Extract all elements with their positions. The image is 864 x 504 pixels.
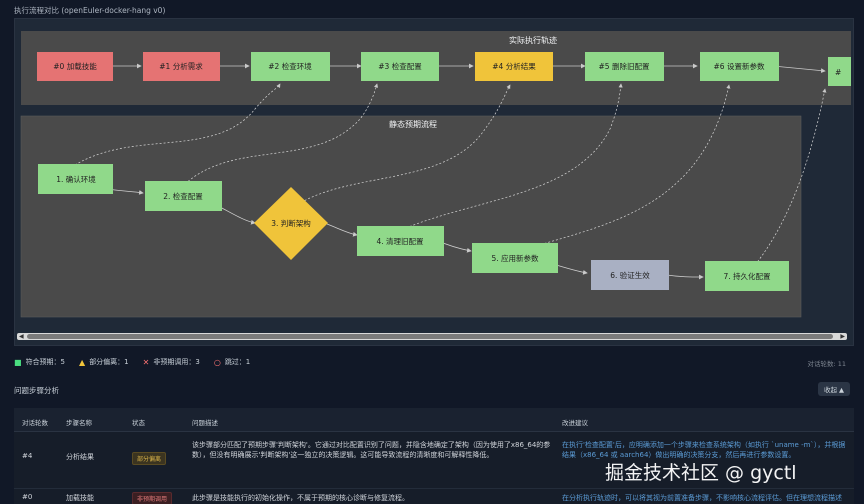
actual-node-6-label: #6 设置新参数 [714,61,765,71]
expected-node-3-decision[interactable]: 3. 判断架构 [254,187,328,260]
expected-node-7-label: 7. 持久化配置 [723,271,771,281]
expected-node-4-box [357,226,444,256]
actual-node-5[interactable]: #5 删除旧配置 [585,52,664,81]
actual-node-0-box [37,52,113,81]
legend-match-label: 符合预期：5 [25,358,66,366]
watermark: 掘金技术社区 @ gyctl [605,462,797,484]
col-step: 步骤名称 [66,419,92,427]
expected-node-2-box [145,181,222,211]
legend-skipped-label: 跳过：1 [224,358,251,366]
actual-node-1-box [143,52,220,81]
expected-node-4[interactable]: 4. 清理旧配置 [357,226,444,256]
legend-partial: ▲ 部分偏离：1 [79,357,129,367]
issues-section-title: 问题步骤分析 [14,386,59,395]
table-row[interactable]: #4 分析结果 部分偏离 该步骤部分匹配了预期步骤'判断架构'。它通过对比配置识… [14,436,854,480]
actual-node-5-label: #5 删除旧配置 [599,61,650,71]
col-suggestion: 改进建议 [562,419,588,427]
row-description: 此步骤是技能执行的初始化操作，不属于预期的核心诊断与修复流程。 [192,494,409,502]
expected-node-6[interactable]: 6. 验证生效 [591,260,669,290]
actual-node-4-box [475,52,553,81]
expected-node-4-label: 4. 清理旧配置 [376,236,424,246]
actual-node-7-box [828,57,851,86]
flow-comparison-panel: 实际执行轨迹 #0 加载技能 #1 分析需求 [14,18,854,346]
expected-node-1[interactable]: 1. 确认环境 [38,164,113,194]
legend-bar: ■ 符合预期：5 ▲ 部分偏离：1 ✕ 非预期调用：3 ○ 跳过：1 对话轮数:… [14,352,854,372]
actual-node-4[interactable]: #4 分析结果 [475,52,553,81]
expected-node-5-box [472,243,558,273]
issues-table: 对话轮数 步骤名称 状态 问题描述 改进建议 #4 分析结果 部分偏离 该步骤部… [14,408,854,504]
actual-node-1[interactable]: #1 分析需求 [143,52,220,81]
actual-node-3-label: #3 检查配置 [378,61,422,71]
scroll-left-icon[interactable]: ◀ [19,333,24,340]
page-title: 执行流程对比 (openEuler-docker-hang v0) [14,6,166,15]
actual-node-0-label: #0 加载技能 [53,61,97,71]
cross-icon: ✕ [142,357,150,367]
row-suggestion: 在分析执行轨迹时，可以将其视为前置准备步骤，不影响核心流程评估。但在理想流程描述… [562,494,842,502]
table-row[interactable]: #0 加载技能 非预期调用 此步骤是技能执行的初始化操作，不属于预期的核心诊断与… [14,488,854,504]
expected-node-6-box [591,260,669,290]
legend-match: ■ 符合预期：5 [14,357,65,367]
actual-node-6-box [700,52,779,81]
expected-node-7-box [705,261,789,291]
collapse-button[interactable]: 收起 ▲ [818,382,850,396]
warning-triangle-icon: ▲ [79,357,86,367]
row-step: 加载技能 [66,494,94,502]
col-status: 状态 [132,419,145,427]
legend-skipped: ○ 跳过：1 [214,357,250,367]
flow-diagram: 实际执行轨迹 #0 加载技能 #1 分析需求 [20,31,851,318]
actual-node-2[interactable]: #2 检查环境 [251,52,330,81]
actual-node-2-label: #2 检查环境 [268,61,312,71]
expected-node-6-label: 6. 验证生效 [610,270,650,280]
expected-node-1-label: 1. 确认环境 [56,174,96,184]
actual-node-1-label: #1 分析需求 [159,61,203,71]
table-header: 对话轮数 步骤名称 状态 问题描述 改进建议 [14,408,854,432]
actual-node-6[interactable]: #6 设置新参数 [700,52,779,81]
actual-node-7-label: # [835,68,841,77]
status-badge: 非预期调用 [132,492,173,504]
expected-node-2-label: 2. 检查配置 [163,191,203,201]
actual-node-5-box [585,52,664,81]
status-badge: 部分偏离 [132,452,167,465]
actual-node-2-box [251,52,330,81]
horizontal-scrollbar[interactable]: ◀ ▶ [17,333,847,340]
col-description: 问题描述 [192,419,218,427]
col-round: 对话轮数 [22,419,48,427]
rounds-count: 对话轮数: 11 [807,360,846,368]
expected-node-5-label: 5. 应用新参数 [491,253,539,263]
scroll-right-icon[interactable]: ▶ [840,333,845,340]
row-suggestion: 在执行'检查配置'后，应明确添加一个步骤来检查系统架构（如执行 `uname -… [562,441,846,459]
expected-node-3-diamond [254,187,328,260]
actual-node-4-label: #4 分析结果 [492,61,536,71]
actual-node-3[interactable]: #3 检查配置 [361,52,439,81]
actual-node-3-box [361,52,439,81]
expected-node-5[interactable]: 5. 应用新参数 [472,243,558,273]
expected-flow-group [20,115,802,318]
mapping-edges [74,83,827,272]
row-round: #4 [22,452,33,460]
legend-unexpected-label: 非预期调用：3 [153,358,200,366]
check-square-icon: ■ [14,357,22,367]
scrollbar-thumb[interactable] [27,334,833,339]
legend-partial-label: 部分偏离：1 [89,358,129,366]
actual-node-7[interactable]: # [828,57,851,86]
row-step: 分析结果 [66,453,94,461]
actual-flow-title: 实际执行轨迹 [509,35,557,45]
expected-node-3-label: 3. 判断架构 [271,218,311,228]
expected-flow-title: 静态预期流程 [389,119,437,129]
expected-node-2[interactable]: 2. 检查配置 [145,181,222,211]
row-round: #0 [22,493,33,501]
actual-node-0[interactable]: #0 加载技能 [37,52,113,81]
expected-node-1-box [38,164,113,194]
legend-unexpected: ✕ 非预期调用：3 [143,357,200,367]
expected-node-7[interactable]: 7. 持久化配置 [705,261,789,291]
row-description: 该步骤部分匹配了预期步骤'判断架构'。它通过对比配置识别了问题，并隐含地确定了架… [192,441,551,459]
circle-icon: ○ [213,357,221,367]
